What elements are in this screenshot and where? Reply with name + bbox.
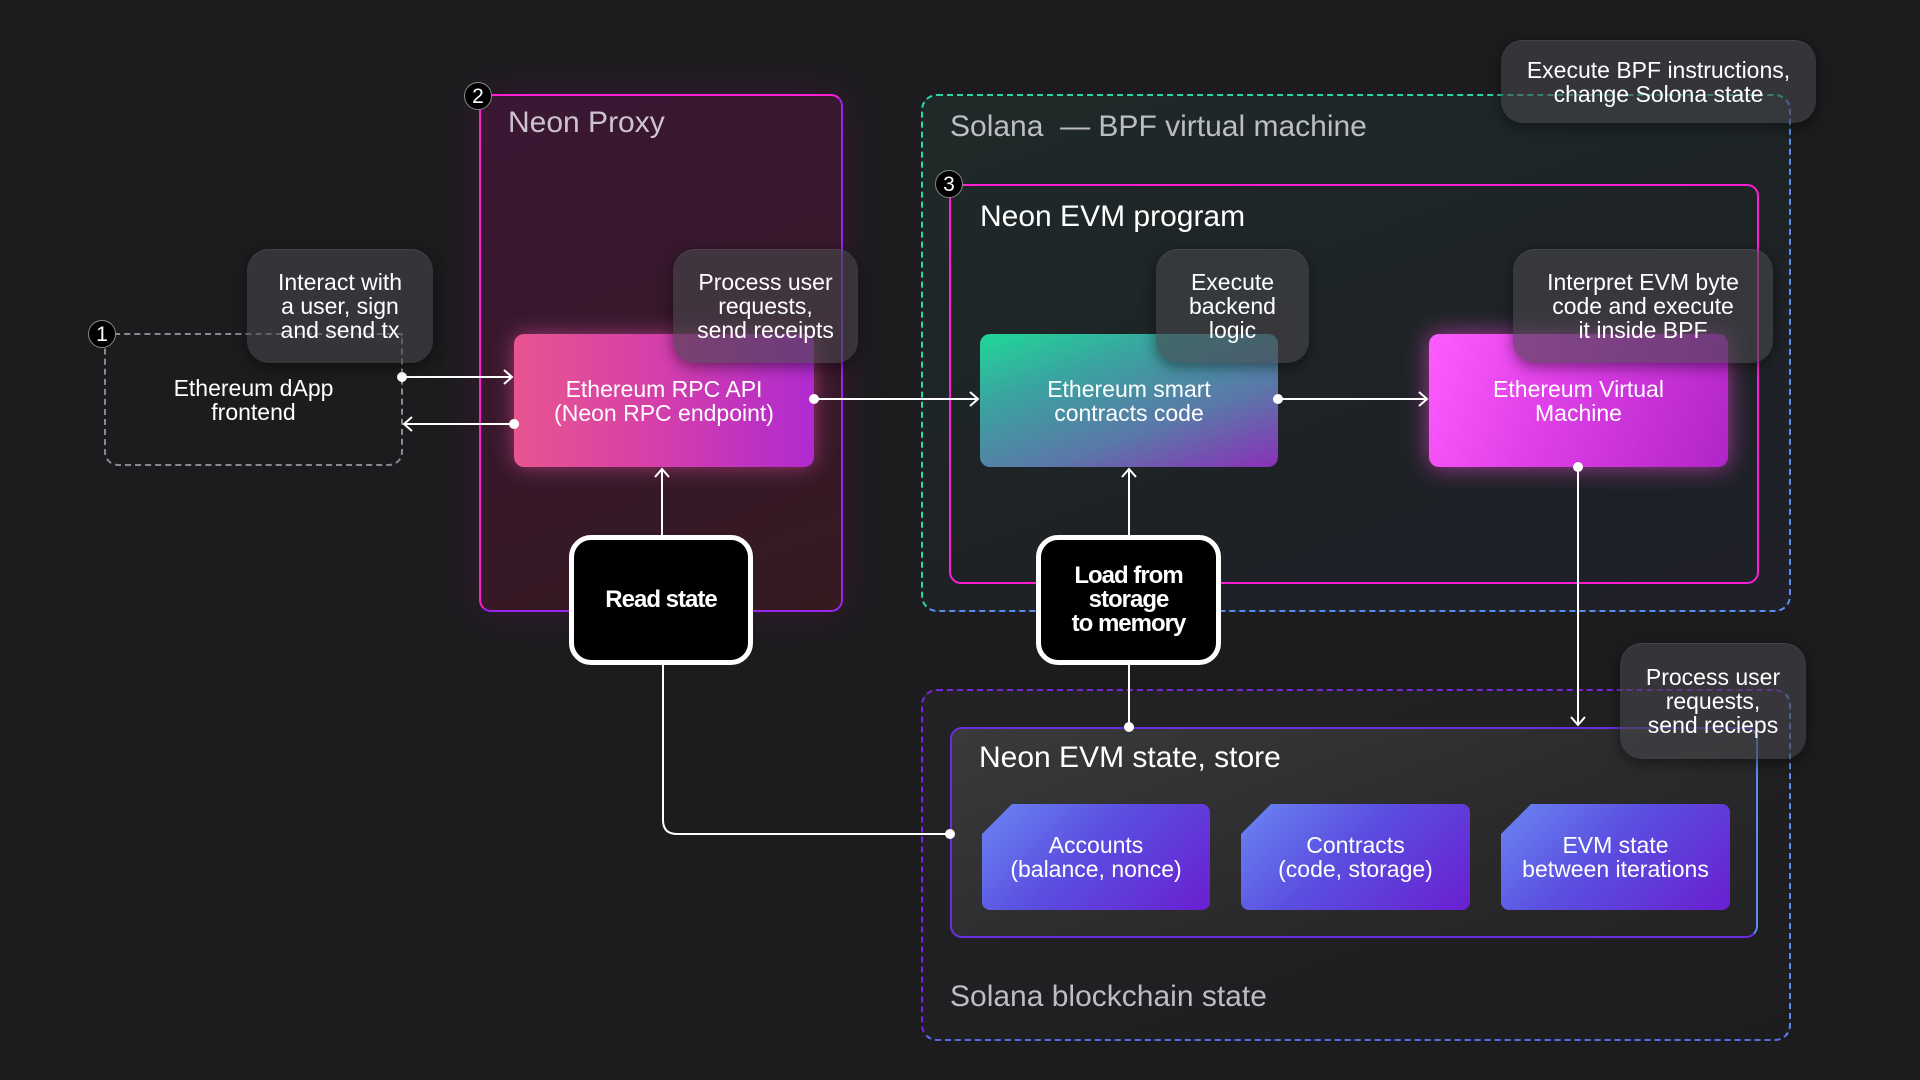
load-storage-step: Load from storage to memory	[1036, 535, 1221, 665]
step-badge-1: 1	[88, 320, 116, 348]
solana-blockchain-state-title: Solana blockchain state	[950, 980, 1267, 1013]
step-badge-3: 3	[935, 170, 963, 198]
store-evm-state: EVM state between iterations	[1501, 804, 1730, 910]
neon-evm-program-region	[949, 184, 1759, 584]
neon-evm-state-title: Neon EVM state, store	[979, 741, 1281, 774]
store-accounts: Accounts (balance, nonce)	[982, 804, 1210, 910]
tooltip-execute-bpf: Execute BPF instructions, change Solona …	[1501, 40, 1816, 123]
solana-bpf-vm-title: Solana — BPF virtual machine	[950, 110, 1367, 143]
dapp-frontend-label: Ethereum dApp frontend	[173, 375, 334, 425]
neon-proxy-title: Neon Proxy	[508, 106, 665, 139]
ethereum-rpc-api-node: Ethereum RPC API (Neon RPC endpoint)	[514, 334, 814, 467]
tooltip-execute-backend: Execute backend logic	[1156, 249, 1309, 363]
tooltip-process-recieps: Process user requests, send recieps	[1620, 643, 1806, 759]
tooltip-interpret-evm: Interpret EVM byte code and execute it i…	[1513, 249, 1773, 363]
read-state-step: Read state	[569, 535, 753, 665]
neon-evm-program-title: Neon EVM program	[980, 200, 1246, 233]
step-badge-2: 2	[464, 82, 492, 110]
tooltip-interact: Interact with a user, sign and send tx	[247, 249, 433, 363]
store-contracts: Contracts (code, storage)	[1241, 804, 1470, 910]
wire-store-to-read-state	[662, 665, 950, 835]
tooltip-process-receipts: Process user requests, send receipts	[673, 249, 858, 363]
